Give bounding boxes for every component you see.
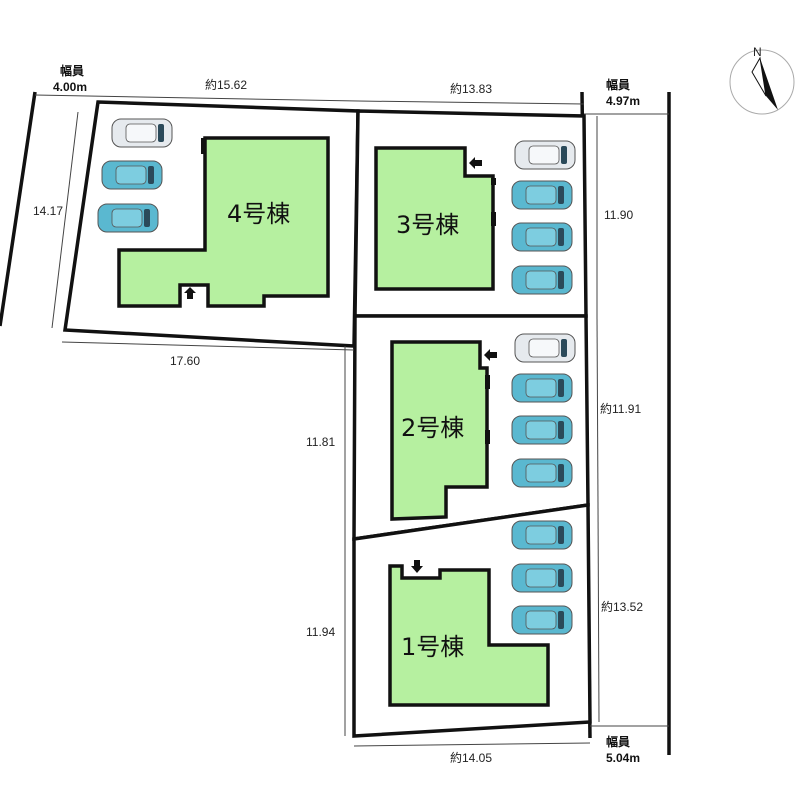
car-icon	[511, 222, 573, 252]
car-icon	[101, 160, 163, 190]
road-northeast-value: 4.97m	[606, 94, 640, 108]
west-road-line	[0, 91, 37, 327]
car-icon	[511, 265, 573, 295]
dimension-lines	[34, 94, 669, 747]
dim-right-lot1: 約13.52	[601, 599, 643, 614]
dim-left-lot2: 11.81	[306, 435, 335, 449]
car-icon	[511, 458, 573, 488]
road-southeast-label: 幅員	[606, 734, 630, 749]
dim-top-lot3: 約13.83	[450, 81, 492, 96]
north-compass: N	[729, 45, 795, 115]
car-icon	[111, 118, 173, 148]
building-4-label: 4号棟	[227, 200, 290, 228]
building-1	[388, 560, 550, 707]
parking-cars	[97, 118, 576, 635]
building-1-label: 1号棟	[401, 633, 464, 661]
building-4	[117, 136, 330, 308]
building-3	[374, 146, 496, 291]
road-west-value: 4.00m	[53, 80, 87, 94]
car-icon	[511, 415, 573, 445]
dim-right-lot3: 11.90	[604, 208, 633, 222]
road-label-northeast: 幅員 4.97m	[606, 77, 640, 108]
building-2-label: 2号棟	[401, 414, 464, 442]
north-arrow-icon	[760, 58, 778, 110]
car-icon	[97, 203, 159, 233]
dim-right-lot2: 約11.91	[600, 401, 641, 416]
dim-top-lot4: 約15.62	[205, 77, 247, 92]
road-northeast-label: 幅員	[606, 77, 630, 92]
car-icon	[511, 563, 573, 593]
building-2	[390, 340, 497, 521]
car-icon	[511, 180, 573, 210]
dim-left-lot4: 14.17	[33, 204, 63, 218]
dim-bottom-lot4: 17.60	[170, 354, 200, 368]
car-icon	[511, 373, 573, 403]
road-west-label: 幅員	[60, 63, 84, 78]
dim-bottom-lot1: 約14.05	[450, 750, 492, 765]
compass-letter: N	[753, 45, 762, 59]
road-southeast-value: 5.04m	[606, 751, 640, 765]
car-icon	[514, 140, 576, 170]
car-icon	[511, 605, 573, 635]
road-label-west: 幅員 4.00m	[53, 63, 87, 94]
building-3-label: 3号棟	[396, 211, 459, 239]
dim-left-lot1: 11.94	[306, 625, 335, 639]
car-icon	[514, 333, 576, 363]
car-icon	[511, 520, 573, 550]
road-label-southeast: 幅員 5.04m	[606, 734, 640, 765]
